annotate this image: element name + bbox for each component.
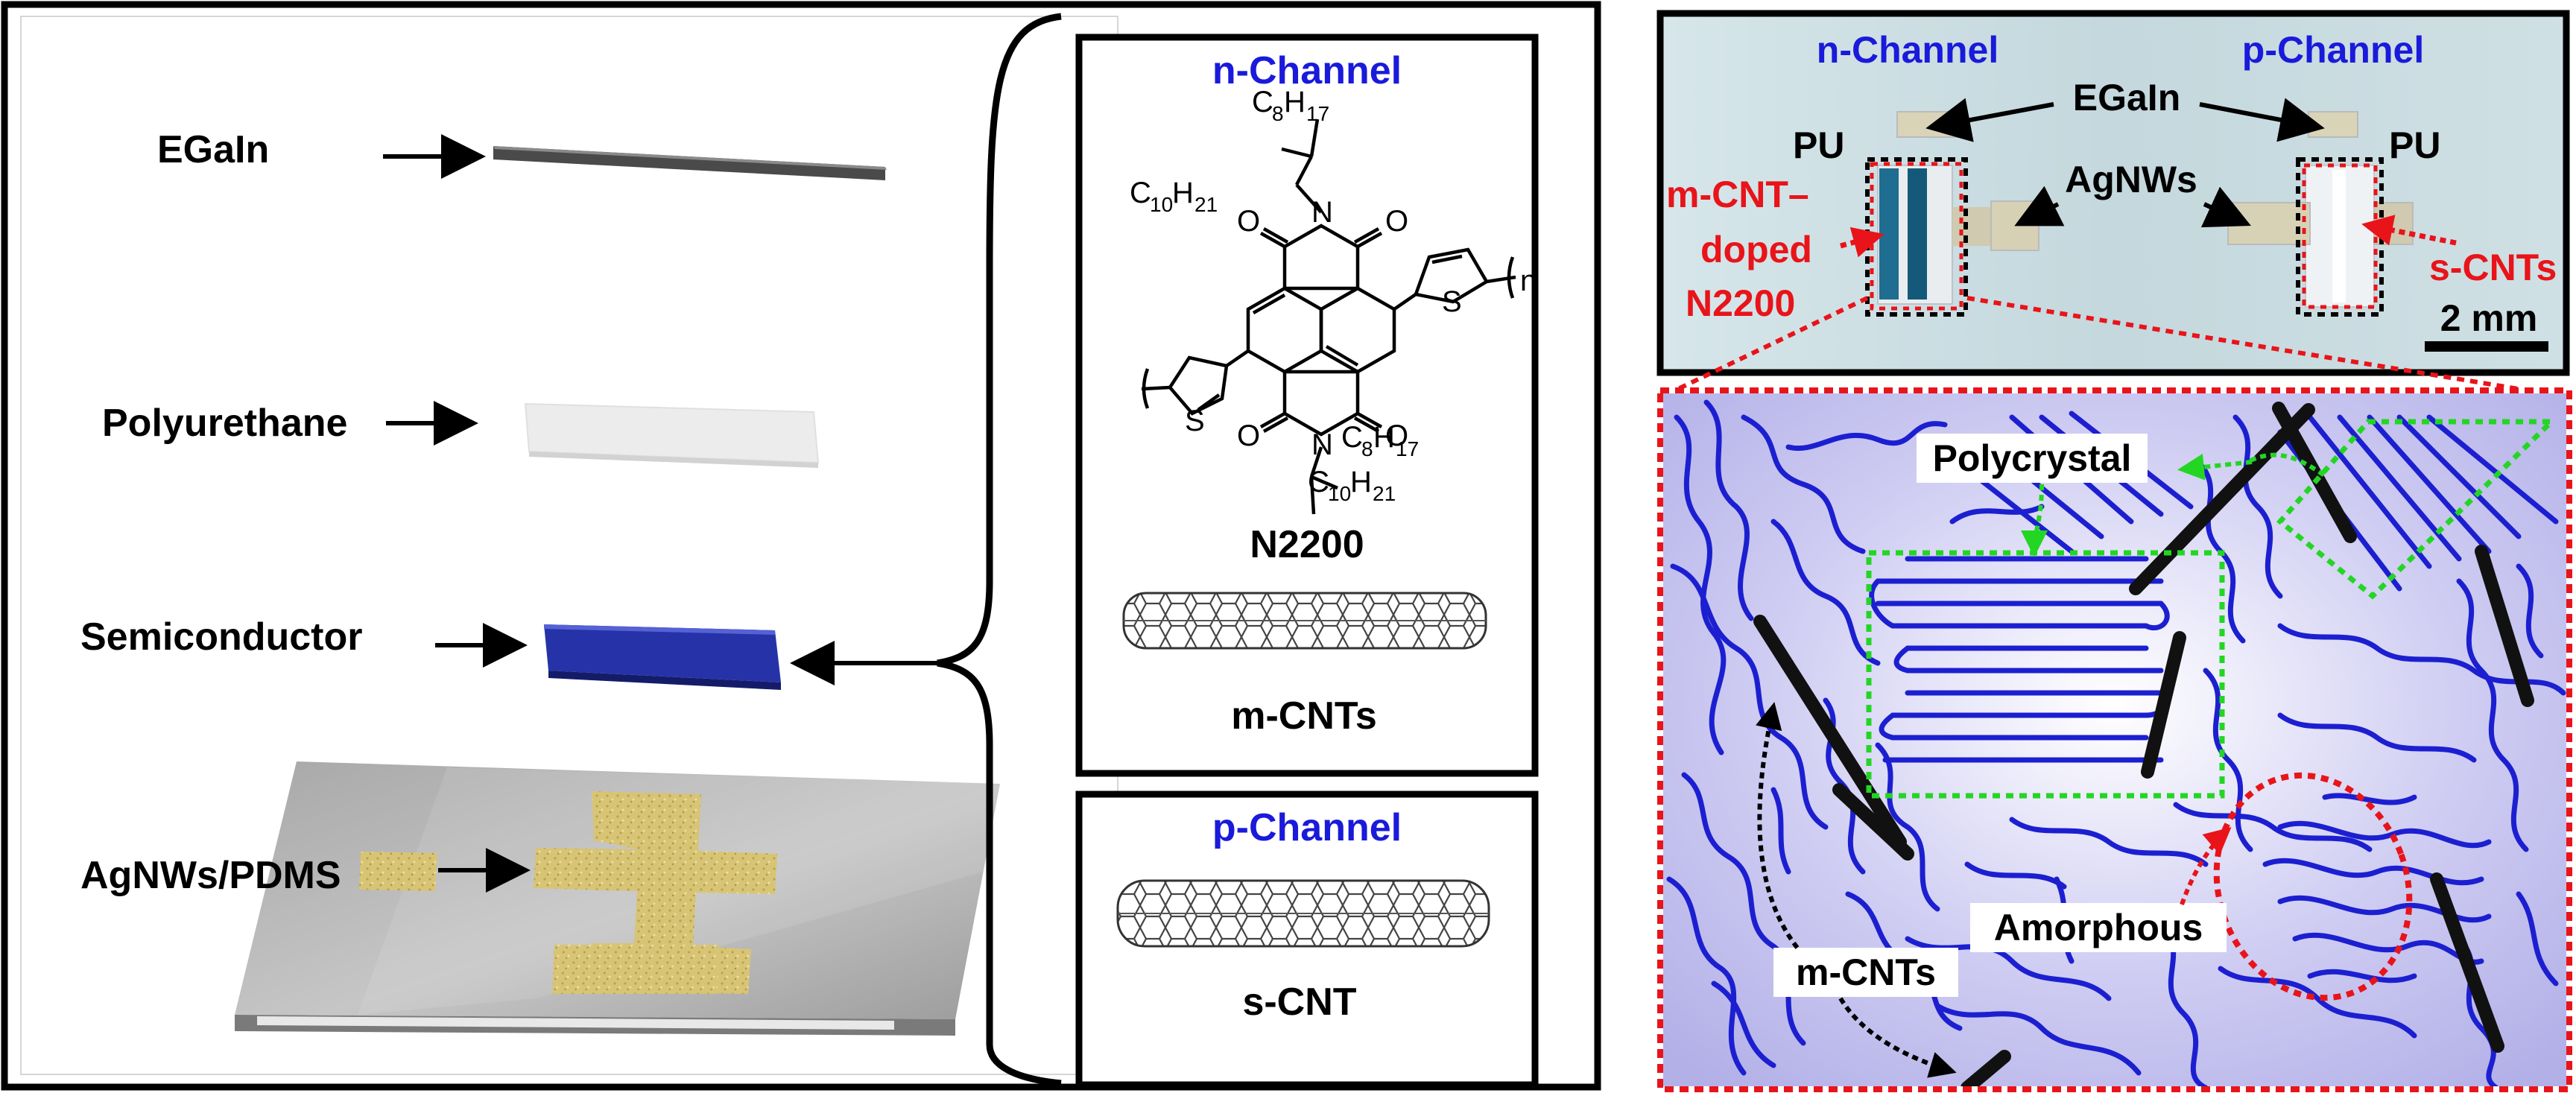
svg-text:10: 10 bbox=[1150, 193, 1173, 216]
svg-text:O: O bbox=[1237, 419, 1260, 452]
m-cnt-rod bbox=[2272, 402, 2357, 543]
device-photo-panel: n-Channel p-Channel EGaIn PU PU AgNWs m-… bbox=[1656, 10, 2570, 391]
svg-text:21: 21 bbox=[1373, 482, 1396, 505]
zoom-line-left bbox=[1677, 296, 1869, 391]
svg-text:C: C bbox=[1130, 177, 1151, 209]
p-red-dashed-box bbox=[2302, 163, 2378, 309]
m-cnt-rod bbox=[2129, 403, 2315, 595]
m-cnt-tube bbox=[1122, 592, 1487, 650]
semiconductor-layer bbox=[544, 624, 781, 682]
materials-brace bbox=[937, 13, 1062, 1087]
n2200-label: N2200 bbox=[1250, 523, 1364, 566]
amorphous-label: Amorphous bbox=[1994, 907, 2203, 948]
m-cnt-rod bbox=[2430, 872, 2504, 1053]
photo-frame bbox=[1656, 10, 2570, 376]
left-panel-border bbox=[1, 1, 1601, 1091]
amorphous-arrow bbox=[2180, 827, 2232, 905]
photo-egain-label: EGaIn bbox=[2073, 77, 2180, 118]
svg-text:H: H bbox=[1373, 421, 1395, 454]
polyurethane-label: Polyurethane bbox=[102, 402, 347, 445]
photo-n-channel-label: n-Channel bbox=[1817, 29, 1999, 71]
photo-pu-left-label: PU bbox=[1793, 124, 1844, 166]
svg-text:10: 10 bbox=[1328, 482, 1351, 505]
doped-label-line3: N2200 bbox=[1686, 282, 1795, 324]
n-agnw-pad bbox=[1990, 200, 2039, 251]
m-cnts-schematic-label: m-CNTs bbox=[1796, 951, 1936, 993]
svg-text:8: 8 bbox=[1361, 437, 1373, 460]
scale-bar bbox=[2425, 341, 2548, 352]
svg-text:H: H bbox=[1350, 466, 1372, 498]
layer-stack-panel: EGaIn Polyurethane Semiconductor AgNWs/P… bbox=[1, 1, 1601, 1091]
svg-text:O: O bbox=[1385, 419, 1408, 452]
svg-text:H: H bbox=[1172, 177, 1194, 209]
m-cnt-rod bbox=[1961, 1050, 2011, 1086]
agnws-arrow-left bbox=[2014, 186, 2065, 226]
photo-p-channel-label: p-Channel bbox=[2242, 29, 2424, 71]
svg-text:17: 17 bbox=[1396, 437, 1419, 460]
semiconductor-label: Semiconductor bbox=[80, 615, 363, 659]
m-cnt-rod bbox=[2475, 545, 2534, 707]
gate-drain-electrode bbox=[534, 791, 777, 994]
source-electrode bbox=[359, 852, 437, 891]
m-cnts-label: m-CNTs bbox=[1231, 694, 1376, 738]
schematic-frame bbox=[1657, 387, 2572, 1092]
svg-text:N: N bbox=[1311, 196, 1333, 229]
s-cnt-label: s-CNT bbox=[1242, 980, 1356, 1024]
svg-text:21: 21 bbox=[1194, 193, 1218, 216]
svg-text:8: 8 bbox=[1272, 102, 1284, 125]
scale-bar-label: 2 mm bbox=[2440, 297, 2538, 339]
doped-label-line2: doped bbox=[1700, 229, 1812, 270]
m-cnts-arrow-down bbox=[1838, 997, 1957, 1078]
m-cnt-rod bbox=[1832, 783, 1914, 861]
egain-arrow-left bbox=[1925, 98, 2054, 142]
polycrystal-label: Polycrystal bbox=[1933, 437, 2132, 479]
s-cnt-tube bbox=[1116, 879, 1490, 948]
p-agnw-pad bbox=[2227, 202, 2311, 245]
agnws-arrow-right bbox=[2200, 186, 2251, 228]
photo-pu-right-label: PU bbox=[2389, 124, 2440, 166]
egain-arrow-right bbox=[2199, 98, 2325, 142]
doped-arrow bbox=[1840, 226, 1884, 258]
svg-text:C: C bbox=[1252, 86, 1273, 118]
svg-text:H: H bbox=[1284, 86, 1306, 118]
svg-text:17: 17 bbox=[1306, 102, 1329, 125]
svg-text:N: N bbox=[1311, 428, 1333, 461]
m-cnt-rod bbox=[1753, 615, 1907, 849]
doped-label-line1: m-CNT– bbox=[1666, 174, 1809, 215]
m-cnts-arrow-up bbox=[1756, 702, 1800, 949]
p-channel-box-title: p-Channel bbox=[1212, 806, 1402, 849]
svg-text:n: n bbox=[1520, 264, 1537, 297]
polycrystal-region-top-right bbox=[2276, 419, 2558, 600]
morphology-schematic-panel: Polycrystal Amorphous m-CNTs bbox=[1657, 387, 2572, 1092]
svg-text:O: O bbox=[1237, 205, 1260, 238]
n2200-structure bbox=[1141, 118, 1516, 515]
m-cnt-rods bbox=[1753, 402, 2534, 1086]
svg-text:S: S bbox=[1442, 285, 1462, 318]
photo-s-cnts-label: s-CNTs bbox=[2429, 247, 2557, 288]
photo-agnws-label: AgNWs bbox=[2065, 159, 2197, 200]
s-cnts-arrow bbox=[2361, 215, 2457, 246]
m-cnt-rod bbox=[2141, 631, 2186, 779]
svg-text:C: C bbox=[1308, 466, 1329, 498]
svg-text:O: O bbox=[1385, 205, 1408, 238]
n-channel-box-title: n-Channel bbox=[1212, 49, 1402, 92]
agnws-pdms-label: AgNWs/PDMS bbox=[80, 854, 341, 897]
egain-layer bbox=[493, 146, 885, 180]
egain-label: EGaIn bbox=[157, 128, 269, 171]
svg-text:S: S bbox=[1185, 405, 1205, 437]
svg-text:C: C bbox=[1341, 421, 1363, 454]
n-channel-box bbox=[1075, 34, 1539, 777]
